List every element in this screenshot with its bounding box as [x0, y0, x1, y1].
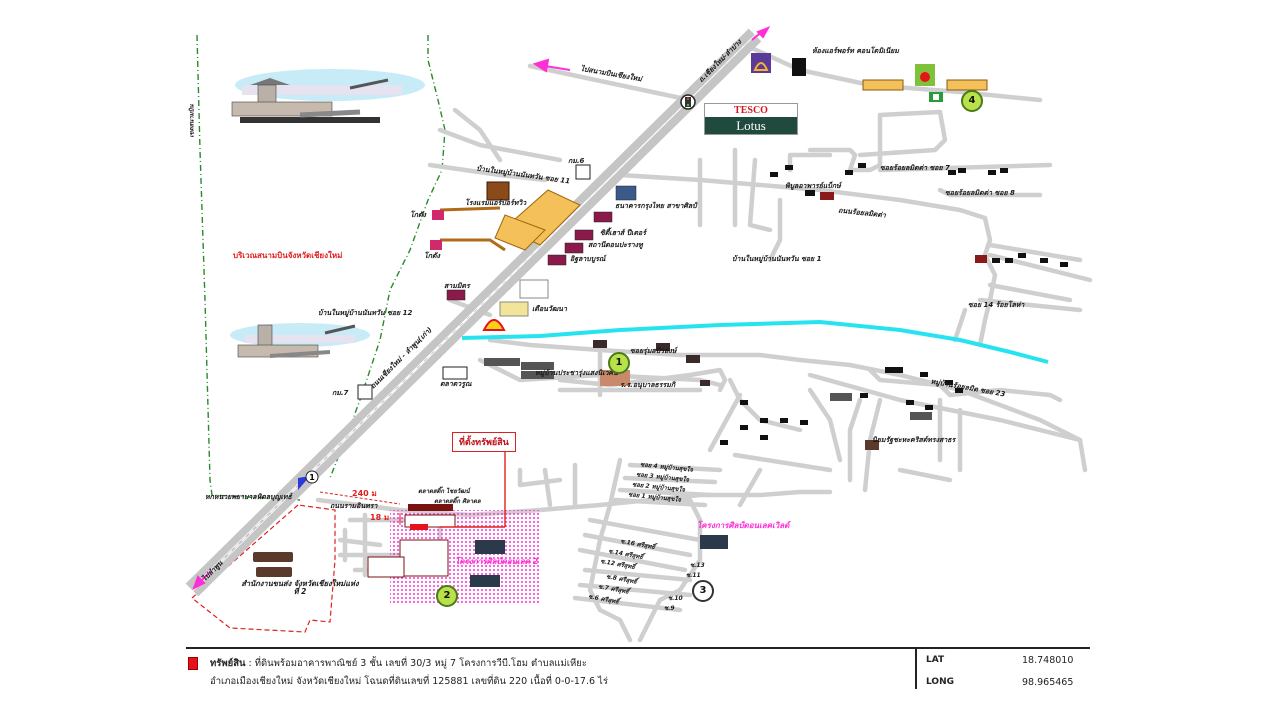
place-label-soi-rum: ซอยรุ่มสบิวลงษ์: [630, 347, 677, 355]
road-label-ramintra: ถนนรามอินทรา: [330, 502, 378, 510]
latitude-value: 18.748010: [1022, 655, 1074, 666]
property-site: [319, 448, 728, 605]
building-label-upper: ตลาดสดิ๊ก ไชยวัฒน์: [418, 488, 470, 495]
arrow-west-icon: [544, 65, 571, 71]
soi-label: ซ.13: [690, 562, 705, 569]
place-label-church: นิยมรัฐชะหะคริสต์ทรงสาธร: [872, 436, 956, 444]
place-label-bank: ธนาคารกรุงไทย สาขาศิลป์: [615, 202, 697, 210]
shell-icon: [482, 319, 506, 331]
place-label-project-2: โครงการศิลป์ดอนเลค 2: [455, 557, 539, 566]
place-label-village: หมู่บ้านประชารุ่งแสงนิเวศน์: [535, 369, 618, 377]
distance-label-horizontal: 240 ม: [352, 489, 377, 498]
honda-icon: [519, 279, 549, 299]
footer-divider: [186, 647, 1090, 649]
soi-label: ซ.9: [664, 605, 675, 612]
map-marker-4: 4: [961, 90, 983, 112]
highway: [185, 28, 762, 597]
warehouse-icon: [432, 210, 444, 220]
km7-marker-icon: [357, 384, 373, 400]
building-label-lower: ตลาดสดิ๊ก ศิลาดล: [434, 498, 481, 505]
road-label-soi8: ซอยร้อยลมิตต่า ซอย 8: [945, 189, 1015, 197]
place-label-transport-office: สำนักงานขนส่ง จังหวัดเชียงใหม่แห่งที่ 2: [241, 579, 359, 596]
property-description-text: : ที่ดินพร้อมอาคารพาณิชย์ 3 ชั้น เลขที่ …: [245, 658, 587, 669]
bus-station-icon: [253, 552, 293, 577]
place-label-condo: ห้องแอร์พอร์ท คอนโดมิเนียม: [812, 47, 899, 55]
place-label-project: โครงการศิลป์ดอนเลคเวิลด์: [697, 521, 790, 530]
place-label-pibul: พิบูลอาพารย์แบ็กษ์: [785, 182, 841, 190]
left-edge-label: เขตสนามบิน: [188, 104, 196, 138]
place-label-school: ร.ร.อนุบาลธรรมกิ: [620, 381, 676, 389]
soi-label: ซ.10: [668, 595, 683, 602]
longitude-value: 98.965465: [1022, 677, 1074, 688]
place-label-hotel: โรงแรมแอร์ปอร์ทวิว: [465, 199, 527, 207]
tesco-lotus-logo: TESCO Lotus: [704, 103, 798, 135]
property-description-line2: อำเภอเมืองเชียงใหม่ จังหวัดเชียงใหม่ โฉน…: [210, 676, 608, 687]
place-label-station: สถานีดอนปะรางทู: [588, 241, 643, 249]
airport-area-label: บริเวณสนามบินจังหวัดเชียงใหม่: [233, 251, 343, 260]
place-label-city-house: ซิตี้เฮาส์ ปีเตอร์: [600, 229, 646, 237]
shophouse-row-icon: [946, 79, 988, 91]
airport-illustration-icon-2: [230, 323, 370, 358]
place-label-km7: กม.7: [332, 389, 349, 397]
svg-text:1: 1: [309, 473, 315, 482]
km6-marker-icon: [575, 164, 591, 180]
footer-vertical-divider: [915, 649, 917, 689]
map-legend-footer: ทรัพย์สิน : ที่ดินพร้อมอาคารพาณิชย์ 3 ชั…: [186, 647, 1090, 691]
map-marker-2: 2: [436, 585, 458, 607]
road-label-soi14: ซอย 14 ร้อยโลห่า: [968, 301, 1025, 309]
shop-icons: [446, 185, 637, 301]
building-clusters: [720, 163, 1068, 450]
tesco-logo-bottom: Lotus: [705, 117, 797, 134]
direction-arrows: [192, 26, 771, 591]
soi-label: ซ.11: [686, 572, 701, 579]
transport-office-boundary: [191, 504, 336, 633]
property-description-line1: ทรัพย์สิน : ที่ดินพร้อมอาคารพาณิชย์ 3 ชั…: [210, 656, 587, 671]
map-marker-3: 3: [692, 580, 714, 602]
river: [461, 319, 1049, 364]
warehouse-icon: [430, 240, 442, 250]
place-label-warehouse: โกดัง: [410, 211, 426, 219]
property-location-callout: ที่ตั้งทรัพย์สิน: [452, 432, 516, 452]
distance-label-vertical: 18 ม: [370, 513, 390, 522]
airport-illustration-icon: [231, 69, 425, 123]
arrowhead-south-icon: [192, 575, 206, 591]
place-label-restaurant: เดือนวัฒนา: [532, 305, 567, 313]
place-label-warehouse-2: โกดัง: [424, 252, 440, 260]
road-label-soi1: บ้านในหมู่บ้านนันทวัน ซอย 1: [732, 255, 822, 263]
place-label-market: ตลาดวรูณ: [440, 380, 472, 388]
road-label-soi7: ซอยร้อยลมิตต่า ซอย 7: [880, 164, 950, 172]
hotel-complex: [439, 181, 581, 252]
place-label-clinic: หกหนวยพยาบาลหิดลบุญเทธ์: [205, 493, 292, 501]
place-label-brick: อิฐลาบบูรณ์: [570, 255, 606, 263]
arrowhead-west-icon: [532, 58, 550, 73]
property-legend-swatch: [188, 657, 198, 670]
restaurant-icon: [499, 301, 529, 317]
map-marker-1: 1: [608, 352, 630, 374]
airport-boundary: [196, 34, 446, 501]
place-label-km6: กม.6: [568, 157, 585, 165]
longitude-label: LONG: [926, 677, 954, 687]
road-label-soi12: บ้านในหมู่บ้านนันทวัน ซอย 12: [318, 309, 413, 317]
condo-icon: [792, 58, 806, 76]
property-legend-label: ทรัพย์สิน: [210, 658, 246, 669]
tesco-logo-top: TESCO: [734, 105, 768, 116]
shophouse-row-icon: [862, 79, 904, 91]
arrowhead-north-icon: [756, 26, 771, 39]
place-label-sammitr: สามมิตร: [444, 282, 470, 290]
traffic-light-icon: [680, 94, 696, 110]
latitude-label: LAT: [926, 655, 945, 665]
village-icons: [442, 340, 710, 386]
